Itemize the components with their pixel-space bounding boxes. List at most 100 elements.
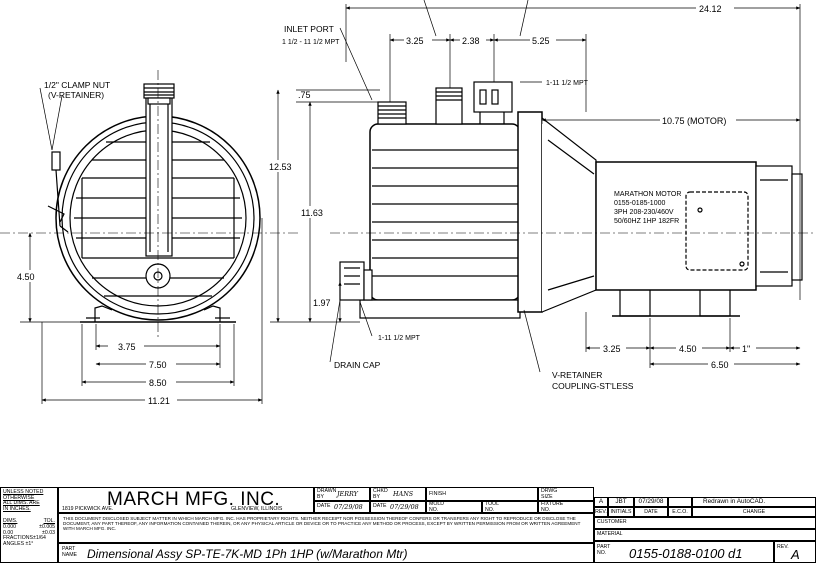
rev-label: REV. (777, 544, 789, 550)
rev-box: REV. A (774, 541, 816, 563)
motor-label-1: MARATHON MOTOR (614, 191, 681, 198)
dim-foot-inner: 3.75 (118, 342, 136, 352)
tol-row1-dim: 0.000 (3, 523, 16, 530)
callout-inlet-thread: 1 1/2 - 11 1/2 MPT (282, 39, 340, 46)
company-city: GLENVIEW, ILLINOIS (231, 506, 283, 512)
tool-box: TOOL NO. (482, 501, 538, 513)
tol-row3: FRACTIONS±1/64 (3, 535, 46, 542)
checked-by: HANS (393, 490, 414, 498)
callout-inlet-port: INLET PORT (284, 24, 334, 34)
part-name-label: PART NAME (62, 546, 77, 558)
dim-port-spacing: 2.38 (462, 36, 480, 46)
callout-top-port-thread: 1-11 1/2 MPT (546, 80, 589, 87)
callout-drain-cap: DRAIN CAP (334, 360, 381, 370)
finish-label: FINISH (429, 491, 447, 497)
dim-overall-height: 12.53 (269, 162, 292, 172)
finish-box: FINISH (426, 487, 538, 501)
dim-foot-outer: 7.50 (149, 360, 167, 370)
company-address: 1819 PICKWICK AVE. (62, 506, 114, 512)
rev-value: A (791, 547, 800, 562)
callout-clamp-nut: 1/2" CLAMP NUT (44, 80, 110, 90)
dim-port-to-flange: 5.25 (532, 36, 550, 46)
disclaimer-text: THIS DOCUMENT DISCLOSED SUBJECT MATTER I… (63, 516, 581, 532)
title-block: UNLESS NOTED OTHERWISE ALL DIMS. ARE IN … (0, 487, 816, 563)
checked-date-box: DATE 07/29/08 (370, 501, 426, 513)
tol-row1-tol: ±0.005 (39, 523, 55, 530)
tol-row2-dim: 0.00 (3, 529, 14, 536)
drawn-date-box: DATE 07/29/08 (314, 501, 370, 513)
rev-hdr-eco: E.C.O. (668, 507, 692, 517)
dim-motor-length: 10.75 (MOTOR) (662, 116, 726, 126)
dim-motor-foot-total: 6.50 (711, 360, 729, 370)
dim-motor-foot-end: 1" (742, 344, 750, 354)
tolerance-box: UNLESS NOTED OTHERWISE ALL DIMS. ARE IN … (0, 487, 58, 563)
rev-initials: JBT (608, 497, 634, 507)
motor-label-2: 0155-0185-1000 (614, 200, 665, 207)
dim-motor-foot-offset: 3.25 (603, 344, 621, 354)
drawn-date: 07/29/08 (334, 503, 363, 511)
customer-label: CUSTOMER (597, 519, 627, 525)
rev-date: 07/29/08 (634, 497, 668, 507)
tol-row4: ANGLES ±1° (3, 540, 34, 547)
dim-inlet-to-port: 3.25 (406, 36, 424, 46)
dim-overall-length: 24.12 (699, 4, 722, 14)
callout-coupling-sub: COUPLING-ST'LESS (552, 381, 634, 391)
part-no: 0155-0188-0100 d1 (629, 546, 743, 561)
checked-date-label: DATE (373, 503, 387, 509)
tol-note-4: IN INCHES. (3, 505, 31, 512)
part-name-box: PART NAME Dimensional Assy SP-TE-7K-MD 1… (58, 543, 594, 563)
drawn-by: JERRY (337, 490, 358, 498)
tol-tol-header: TOL. (43, 518, 55, 525)
material-box: MATERIAL (594, 529, 816, 541)
checked-by-box: CHKD BY HANS (370, 487, 426, 501)
motor-label-4: 50/60HZ 1HP 182FR (614, 218, 679, 225)
dim-inlet-offset: .75 (298, 90, 311, 100)
part-no-box: PART NO. 0155-0188-0100 d1 (594, 541, 774, 563)
mold-label: MOLD NO. (429, 501, 444, 513)
tool-label: TOOL NO. (485, 501, 499, 513)
motor-label-3: 3PH 208-230/460V (614, 209, 674, 216)
dim-base-width: 8.50 (149, 378, 167, 388)
rev-hdr-rev: REV. (594, 507, 608, 517)
dim-centerline-height: 11.63 (301, 208, 323, 218)
front-view (47, 83, 261, 323)
dim-overall-width: 11.21 (148, 396, 170, 406)
drawing-canvas: 3.75 7.50 8.50 11.21 4.50 1/2" CLAMP NUT… (0, 0, 816, 406)
part-name: Dimensional Assy SP-TE-7K-MD 1Ph 1HP (w/… (87, 547, 408, 561)
fixture-label: FIXTURE NO. (541, 501, 564, 513)
callout-clamp-nut-sub: (V-RETAINER) (48, 90, 104, 100)
dim-shaft-height: 4.50 (17, 272, 35, 282)
drwg-size-label: DRWG SIZE (541, 488, 558, 500)
rev-change: Redrawn in AutoCAD. (692, 497, 816, 507)
tol-note-3: ALL DIMS. ARE (3, 500, 40, 507)
rev-hdr-change: CHANGE (692, 507, 816, 517)
engineering-drawing: 3.75 7.50 8.50 11.21 4.50 1/2" CLAMP NUT… (0, 0, 816, 406)
rev-eco (668, 497, 692, 507)
mold-box: MOLD NO. (426, 501, 482, 513)
company-name: MARCH MFG. INC. (107, 489, 281, 510)
company-box: MARCH MFG. INC. 1819 PICKWICK AVE. GLENV… (58, 487, 314, 513)
callout-drain-thread: 1-11 1/2 MPT (378, 335, 421, 342)
drawn-date-label: DATE (317, 503, 331, 509)
drwg-size-box: DRWG SIZE (538, 487, 594, 501)
rev-hdr-date: DATE (634, 507, 668, 517)
dim-drain-height: 1.97 (313, 298, 331, 308)
drawn-by-label: DRAWN BY (317, 488, 337, 500)
rev-hdr-initials: INITIALS (608, 507, 634, 517)
drawn-by-box: DRAWN BY JERRY (314, 487, 370, 501)
part-no-label: PART NO. (597, 544, 611, 556)
rev-cell: A (594, 497, 608, 507)
checked-date: 07/29/08 (390, 503, 419, 511)
material-label: MATERIAL (597, 531, 623, 537)
dim-motor-foot-spacing: 4.50 (679, 344, 697, 354)
tol-note-1: UNLESS NOTED (3, 489, 44, 495)
callout-coupling: V-RETAINER (552, 370, 602, 380)
checked-by-label: CHKD BY (373, 488, 388, 500)
tol-dims-header: DIMS. (3, 518, 18, 525)
customer-box: CUSTOMER (594, 517, 816, 529)
tol-row2-tol: ±0.03 (42, 529, 55, 536)
disclaimer-box: THIS DOCUMENT DISCLOSED SUBJECT MATTER I… (58, 513, 594, 543)
fixture-box: FIXTURE NO. (538, 501, 594, 513)
side-view (339, 81, 803, 319)
tol-note-2: OTHERWISE (3, 494, 35, 501)
